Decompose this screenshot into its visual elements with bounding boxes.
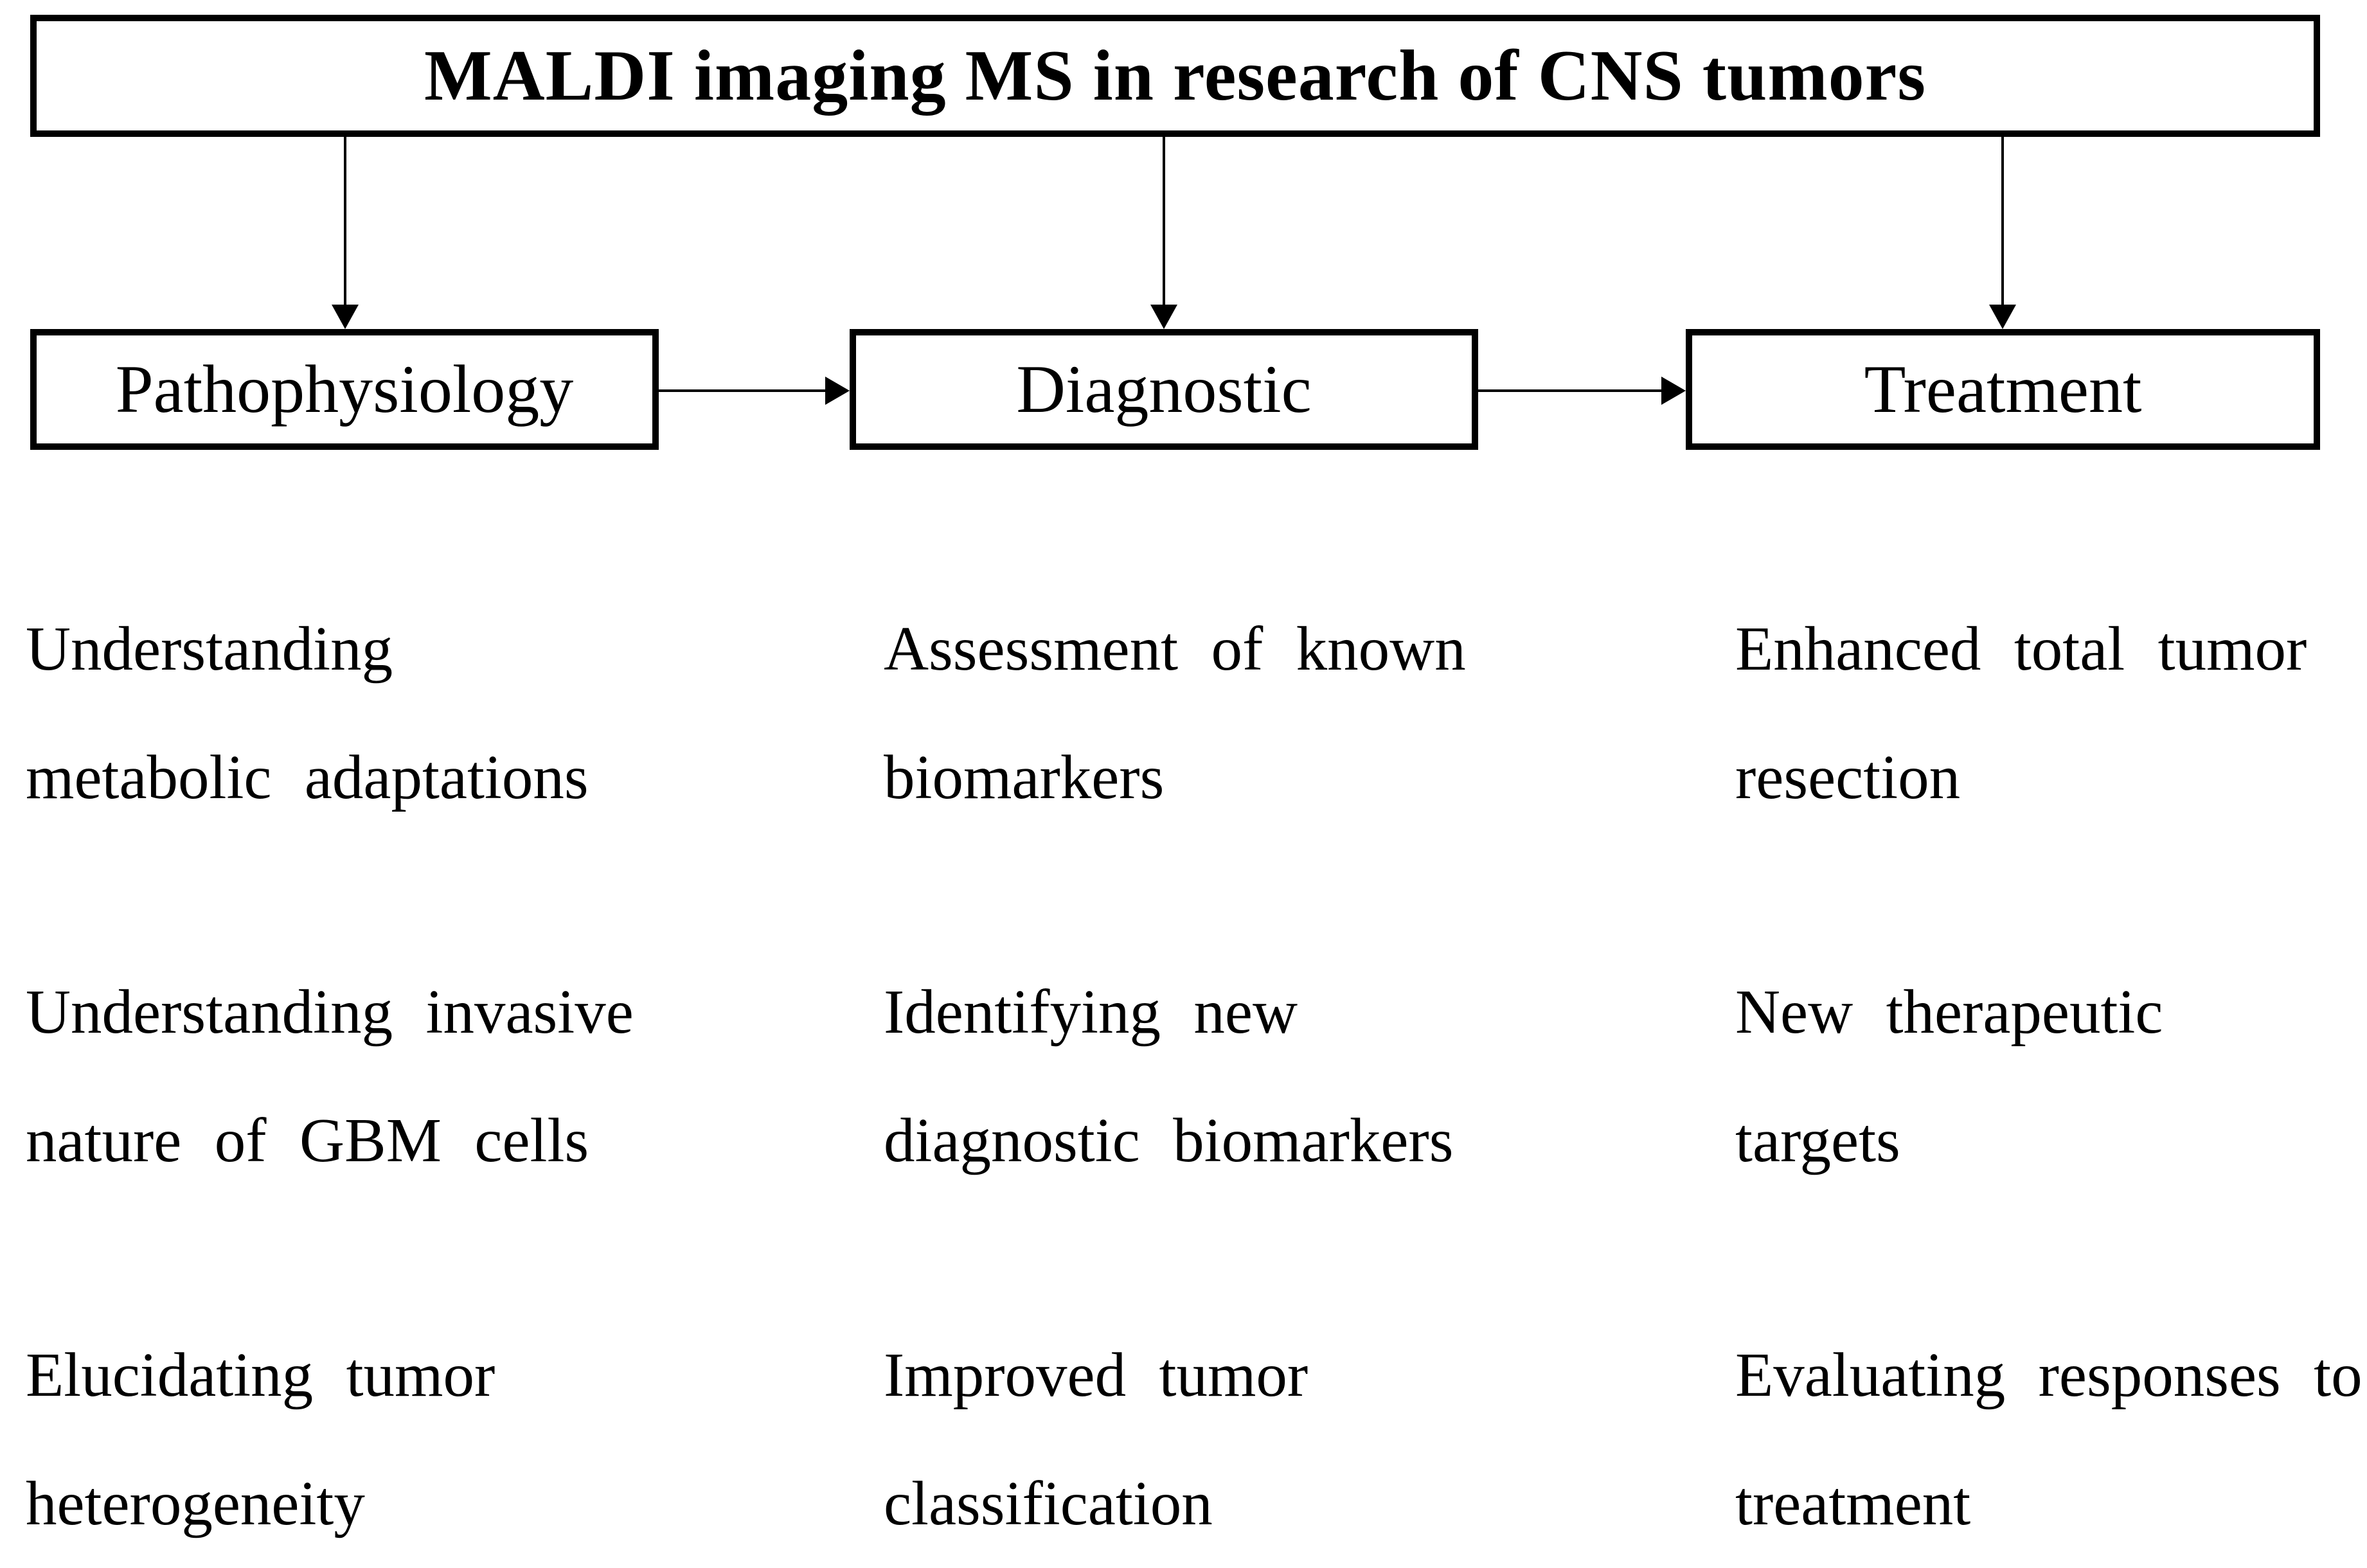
note-item: Identifying new diagnostic biomarkers — [884, 948, 1453, 1205]
branch-box-pathophysiology: Pathophysiology — [30, 329, 659, 450]
branch-label: Pathophysiology — [115, 352, 574, 427]
arrow-down-icon — [1150, 305, 1177, 329]
note-item: Elucidating tumor heterogeneity — [26, 1311, 495, 1568]
branch-label: Diagnostic — [1016, 352, 1312, 427]
note-item: Improved tumor classification — [884, 1311, 1308, 1568]
note-line: resection — [1735, 743, 1961, 812]
note-line: Understanding invasive — [26, 977, 634, 1046]
diagram-title: MALDI imaging MS in research of CNS tumo… — [424, 35, 1926, 116]
note-line: biomarkers — [884, 743, 1165, 812]
note-line: Identifying new — [884, 977, 1298, 1046]
arrow-right-icon — [1661, 377, 1686, 405]
connector-line-diagnostic-to-treatment — [1478, 389, 1661, 392]
arrow-down-icon — [332, 305, 359, 329]
connector-line-to-pathophysiology — [344, 137, 346, 307]
note-line: treatment — [1735, 1469, 1971, 1538]
arrow-right-icon — [825, 377, 850, 405]
connector-line-to-diagnostic — [1163, 137, 1165, 307]
note-line: Improved tumor — [884, 1341, 1309, 1409]
title-box: MALDI imaging MS in research of CNS tumo… — [30, 15, 2320, 137]
note-item: New therapeutic targets — [1735, 948, 2163, 1205]
note-line: Elucidating tumor — [26, 1341, 496, 1409]
note-line: classification — [884, 1469, 1213, 1538]
note-line: diagnostic biomarkers — [884, 1106, 1454, 1175]
note-line: Evaluating responses to — [1735, 1341, 2363, 1409]
note-item: Enhanced total tumor resection — [1735, 585, 2307, 842]
note-line: Understanding — [26, 614, 393, 683]
note-line: Enhanced total tumor — [1735, 614, 2307, 683]
branch-label: Treatment — [1864, 352, 2142, 427]
note-line: targets — [1735, 1106, 1900, 1175]
note-line: New therapeutic — [1735, 977, 2163, 1046]
note-line: nature of GBM cells — [26, 1106, 589, 1175]
arrow-down-icon — [1989, 305, 2016, 329]
note-line: metabolic adaptations — [26, 743, 589, 812]
note-line: Assessment of known — [884, 614, 1466, 683]
note-line: heterogeneity — [26, 1469, 365, 1538]
note-item: Evaluating responses to treatment — [1735, 1311, 2363, 1568]
note-item: Assessment of known biomarkers — [884, 585, 1466, 842]
branch-box-diagnostic: Diagnostic — [850, 329, 1478, 450]
note-item: Understanding metabolic adaptations — [26, 585, 589, 842]
branch-box-treatment: Treatment — [1686, 329, 2320, 450]
note-item: Understanding invasive nature of GBM cel… — [26, 948, 634, 1205]
connector-line-to-treatment — [2001, 137, 2004, 307]
connector-line-pathophysiology-to-diagnostic — [659, 389, 826, 392]
